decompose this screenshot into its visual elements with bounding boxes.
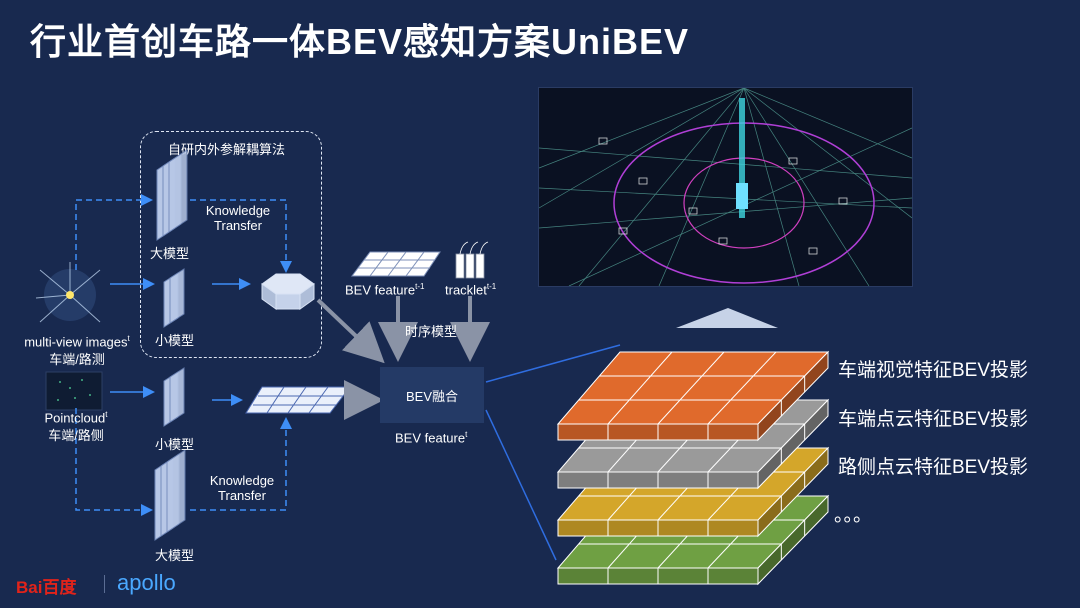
logo-separator xyxy=(104,575,105,593)
algorithm-group-box xyxy=(140,131,322,358)
tracklet-label: tracklett-1 xyxy=(445,282,497,298)
bev-visualization-image xyxy=(538,87,913,287)
layer-label-vehicle-pointcloud: 车端点云特征BEV投影 xyxy=(838,409,1029,430)
camera-input-icon xyxy=(35,262,101,323)
hexagon-prism-icon xyxy=(261,273,315,310)
pointcloud-bev-grid xyxy=(245,386,352,414)
pointcloud-input-icon xyxy=(45,371,103,411)
bev-layer-stack xyxy=(556,350,830,586)
bev-feature-prev-label: BEV featuret-1 xyxy=(345,282,425,298)
bev-layer-gridline-camera xyxy=(707,351,777,425)
bev-layer-camera xyxy=(556,350,830,442)
big-model-top-stack xyxy=(156,149,188,241)
bev-fusion-box: BEV融合 xyxy=(380,367,484,423)
projection-triangle xyxy=(676,308,778,328)
layer-label-roadside-pointcloud: 路侧点云特征BEV投影 xyxy=(838,457,1029,478)
bev-layer-gridline-camera xyxy=(657,351,725,425)
small-model-bottom-stack xyxy=(163,367,185,427)
temporal-model-label: 时序模型 xyxy=(405,324,458,339)
bev-feature-output-label: BEV featuret xyxy=(395,430,468,446)
layer-label-ellipsis: 。。。 xyxy=(834,505,873,526)
layer-label-camera: 车端视觉特征BEV投影 xyxy=(838,360,1029,381)
big-model-top-label: 大模型 xyxy=(150,246,190,261)
small-model-top-stack xyxy=(163,268,185,328)
algorithm-group-title: 自研内外参解耦算法 xyxy=(168,142,286,157)
camera-input-label: multi-view imagest 车端/路测 xyxy=(24,334,130,368)
tracklet-icon xyxy=(455,241,489,279)
big-model-bottom-label: 大模型 xyxy=(155,548,195,563)
page-title: 行业首创车路一体BEV感知方案UniBEV xyxy=(30,21,690,62)
small-model-top-label: 小模型 xyxy=(155,333,195,348)
pointcloud-input-label: Pointcloudt 车端/路侧 xyxy=(44,410,108,444)
bev-fusion-label: BEV融合 xyxy=(405,388,458,404)
bev-layer-gridline-camera xyxy=(607,351,673,425)
small-model-bottom-label: 小模型 xyxy=(155,437,195,452)
baidu-logo: Bai百度 xyxy=(16,578,77,597)
bev-feature-prev-grid xyxy=(351,251,441,277)
apollo-logo: apollo xyxy=(117,570,176,595)
big-model-bottom-stack xyxy=(154,449,186,541)
